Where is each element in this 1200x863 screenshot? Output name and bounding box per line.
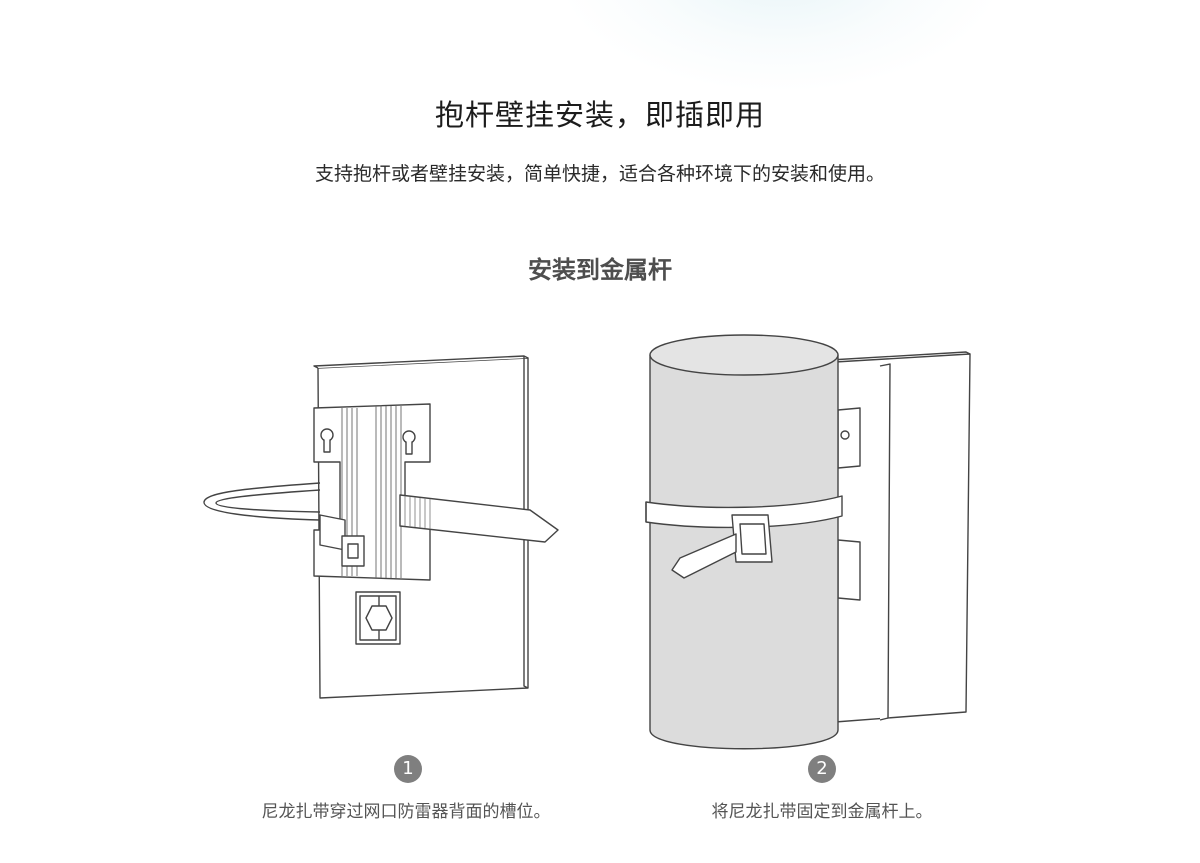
step-1-caption: 尼龙扎带穿过网口防雷器背面的槽位。 [261,802,551,822]
background-glow [560,0,1000,90]
page-title: 抱杆壁挂安装，即插即用 [434,98,765,132]
step-2-caption: 将尼龙扎带固定到金属杆上。 [711,802,933,822]
page-subtitle: 支持抱杆或者壁挂安装，简单快捷，适合各种环境下的安装和使用。 [314,163,885,185]
cable-tie-through-slot-illustration [190,340,570,710]
section-title: 安装到金属杆 [528,256,672,284]
fasten-to-metal-pole-illustration [640,330,980,755]
step-2-badge: 2 [808,755,836,783]
step-1-badge: 1 [394,755,422,783]
